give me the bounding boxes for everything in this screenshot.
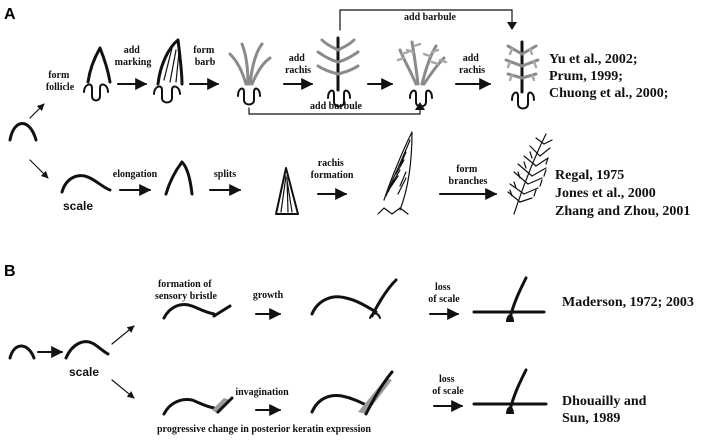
arrow-to-invagination [111,379,135,399]
label-add-rachis-2: add rachis [459,53,485,76]
label-loss-of-scale-2: loss of scale [432,374,464,397]
branched-feather-sketch [507,133,553,215]
barb-tuft [228,42,272,106]
label-form-barb: form barb [193,45,217,68]
refs-top-b: Maderson, 1972; 2003 [562,295,694,310]
barbule-tuft [396,40,448,108]
connector-arrowhead-bottom [415,102,425,110]
invagination-stage-2 [310,370,394,416]
origin-bump-a [8,122,38,142]
arrow-to-bristle [111,325,135,345]
label-rachis-formation: rachis formation [311,158,354,181]
panel-label-a: A [4,6,16,23]
split-scale [275,167,299,215]
label-add-rachis-1: add rachis [285,53,311,76]
refs-top-a: Yu et al., 2002; Prum, 1999; Chuong et a… [549,52,668,101]
bristle-stage-1 [162,303,232,320]
refs-bottom-b: Dhouailly and Sun, 1989 [562,394,650,426]
origin-bump-b [8,344,36,360]
invagination-stage-1 [162,396,234,416]
label-splits: splits [214,169,236,180]
pennaceous-feather [504,40,540,110]
bristle-no-scale-2 [472,368,548,414]
label-invagination: invagination [235,387,289,398]
arrow-to-scale-a [29,159,49,179]
label-elongation: elongation [113,169,158,180]
label-scale-a: scale [63,199,93,213]
label-add-marking: add marking [115,45,152,68]
label-scale-b: scale [69,365,99,379]
elongated-scale [164,160,194,196]
bristle-no-scale-1 [472,276,546,322]
refs-bottom-a: Regal, 1975 Jones et al., 2000 Zhang and… [555,168,690,219]
rachis-feather [316,36,360,108]
label-growth: growth [253,290,284,301]
label-add-barbule-top: add barbule [404,12,457,23]
arrow-to-follicle [29,103,45,119]
panel-label-b: B [4,263,16,280]
follicle-bud [83,46,112,102]
connector-arrowhead-top [507,22,517,30]
rachis-scale-sketch [377,131,413,215]
label-add-barbule-bottom: add barbule [310,101,363,112]
marked-bud [153,38,184,104]
label-form-follicle: form follicle [46,70,75,93]
label-formation-sensory-bristle: formation of sensory bristle [155,279,218,302]
connector-add-barbule-top [339,9,513,31]
bristle-stage-2 [310,278,398,319]
label-keratin-caption: progressive change in posterior keratin … [157,424,371,435]
label-loss-of-scale-1: loss of scale [428,282,460,305]
scale-a [60,174,112,194]
label-form-branches: form branches [449,164,488,187]
scale-b [64,340,110,360]
